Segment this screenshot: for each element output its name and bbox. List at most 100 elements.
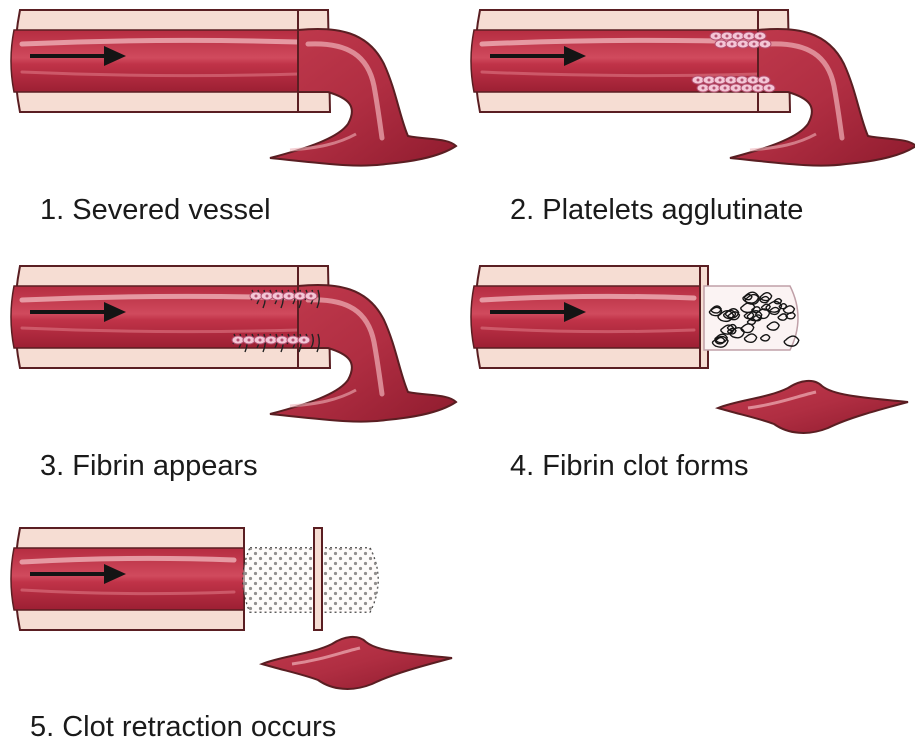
lumen-highlight <box>20 70 300 78</box>
fibrin-mesh-loop <box>752 314 763 322</box>
platelet-core <box>236 338 240 342</box>
platelet-core <box>247 338 251 342</box>
platelet-core <box>756 86 760 90</box>
flap-highlight <box>749 132 817 152</box>
panel-severed-vessel <box>10 9 458 167</box>
platelet-core <box>696 78 700 82</box>
platelet-core <box>745 86 749 90</box>
platelet-core <box>740 78 744 82</box>
platelet-core <box>714 34 718 38</box>
platelet-core <box>258 338 262 342</box>
detached-vessel-piece <box>258 636 453 690</box>
severed-flap <box>269 283 458 423</box>
fibrin-mesh-loop <box>708 306 723 317</box>
fibrin-strand <box>262 333 266 353</box>
fibrin-strand <box>316 333 320 353</box>
platelet-cluster <box>249 291 318 301</box>
platelet-core <box>747 34 751 38</box>
fibrin-mesh-loop <box>742 291 760 304</box>
platelet-core <box>752 42 756 46</box>
platelet-core <box>302 338 306 342</box>
platelet-core <box>730 42 734 46</box>
fibrin-mesh-loop <box>765 300 783 313</box>
flow-arrow-head <box>104 302 126 322</box>
panel-clot-retraction <box>10 527 453 690</box>
lumen-highlight <box>19 37 301 47</box>
fibrin-mesh-loop <box>782 305 796 315</box>
platelet-core <box>701 86 705 90</box>
platelet-core <box>741 42 745 46</box>
flow-arrow-head <box>564 302 586 322</box>
lumen-highlight <box>479 293 697 303</box>
lumen-highlight <box>480 326 696 334</box>
caption-step-2: 2. Platelets agglutinate <box>510 194 804 226</box>
platelet-core <box>298 294 302 298</box>
platelet-core <box>729 78 733 82</box>
retracted-clot <box>242 547 379 613</box>
flap-highlight <box>305 41 385 141</box>
platelet-core <box>287 294 291 298</box>
fibrin-mesh-loop <box>746 310 763 322</box>
detached-piece-highlight <box>747 390 817 410</box>
platelet-core <box>269 338 273 342</box>
platelet-core <box>276 294 280 298</box>
fibrin-mesh-loop <box>755 308 771 320</box>
platelet-core <box>767 86 771 90</box>
detached-vessel-piece <box>714 380 909 434</box>
fibrin-clot <box>703 285 800 351</box>
panel-fibrin-appears <box>10 265 458 423</box>
caption-step-5: 5. Clot retraction occurs <box>30 711 337 743</box>
flow-arrow-head <box>564 46 586 66</box>
platelet-core <box>707 78 711 82</box>
platelet-core <box>734 86 738 90</box>
severed-flap <box>729 27 915 167</box>
platelet-core <box>763 42 767 46</box>
fibrin-mesh-loop <box>783 335 800 347</box>
fibrin-mesh-loop <box>759 295 770 304</box>
fibrin-mesh-loop <box>744 293 761 305</box>
fibrin-mesh-loop <box>720 324 735 335</box>
lumen-highlight <box>20 588 236 596</box>
platelet-core <box>718 78 722 82</box>
clot-fill <box>243 548 378 612</box>
detached-piece-shape <box>258 636 453 690</box>
lumen-highlight <box>20 326 300 334</box>
flap-highlight <box>289 388 357 408</box>
platelet-core <box>712 86 716 90</box>
flap-highlight <box>765 41 845 141</box>
severed-flap <box>269 27 458 167</box>
platelet-core <box>762 78 766 82</box>
platelet-core <box>309 294 313 298</box>
platelet-core <box>736 34 740 38</box>
platelet-core <box>291 338 295 342</box>
flap-highlight <box>289 132 357 152</box>
lumen-highlight <box>19 555 237 565</box>
fibrin-mesh-loop <box>711 335 729 348</box>
fibrin-mesh-loop <box>773 297 783 305</box>
flow-arrow-head <box>104 564 126 584</box>
platelet-core <box>725 34 729 38</box>
fibrin-mesh-loop <box>743 333 758 344</box>
vessel-wall-end <box>313 527 323 631</box>
caption-step-4: 4. Fibrin clot forms <box>510 450 749 482</box>
fibrin-mesh-loop <box>778 302 788 310</box>
fibrin-mesh-loop <box>766 321 780 331</box>
fibrin-strand <box>280 289 284 309</box>
platelet-core <box>254 294 258 298</box>
fibrin-strand <box>310 333 314 349</box>
platelet-core <box>758 34 762 38</box>
panel-fibrin-clot-forms <box>470 265 909 434</box>
detached-piece-shape <box>714 380 909 434</box>
flap-highlight <box>305 297 385 397</box>
platelet-cluster <box>709 31 772 49</box>
caption-step-1: 1. Severed vessel <box>40 194 271 226</box>
fibrin-mesh-loop <box>743 293 753 301</box>
lumen-highlight <box>480 70 760 78</box>
panel-platelets-agglutinate <box>470 9 915 167</box>
platelet-cluster <box>691 75 776 93</box>
platelet-core <box>723 86 727 90</box>
platelet-core <box>280 338 284 342</box>
fibrin-mesh-loop <box>717 310 735 323</box>
fibrin-mesh-loop <box>740 323 755 334</box>
